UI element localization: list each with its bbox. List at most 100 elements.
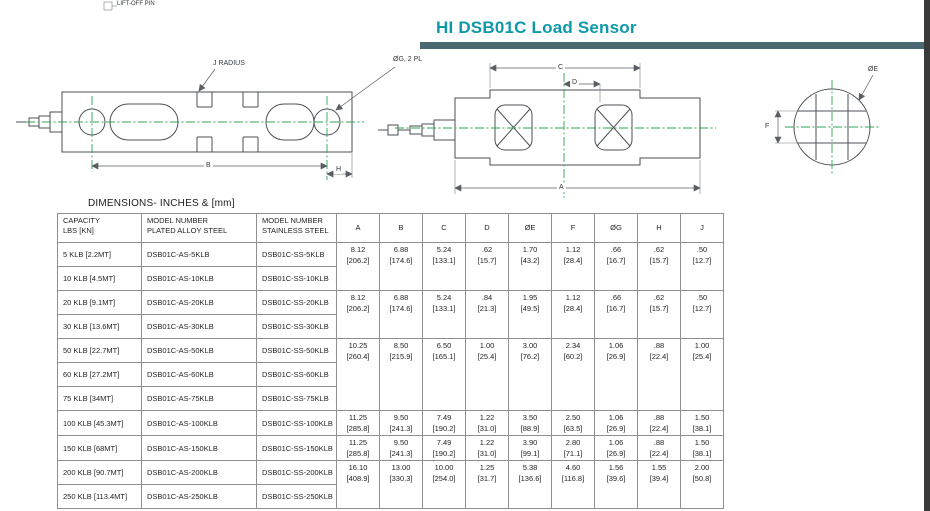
- dimension-value-cell: 5.38 [136.6]: [508, 460, 552, 509]
- column-header: ØG: [594, 213, 638, 243]
- slot-right: [594, 104, 633, 151]
- dimension-value-cell: 10.25 [260.4]: [336, 338, 380, 411]
- title-accent-bar: [420, 42, 924, 49]
- dimension-value-cell: 10.00 [254.0]: [422, 460, 466, 509]
- dimension-value-cell: 13.00 [330.3]: [379, 460, 423, 509]
- dimension-value-cell: 9.50 [241.3]: [379, 410, 423, 436]
- capacity-cell: 150 KLB [68MT]: [57, 435, 142, 461]
- dimension-value-cell: 2.80 [71.1]: [551, 435, 595, 461]
- capacity-cell: 75 KLB [34MT]: [57, 386, 142, 411]
- dimension-value-cell: .50 [12.7]: [680, 290, 724, 339]
- lift-off-pin-fragment: [103, 1, 117, 11]
- dim-label-oe: ØE: [866, 65, 881, 74]
- capacity-cell: 20 KLB [9.1MT]: [57, 290, 142, 315]
- dimension-value-cell: .62 [15.7]: [637, 242, 681, 291]
- stainless-model-cell: DSB01C-SS-150KLB: [256, 435, 337, 461]
- alloy-model-cell: DSB01C-AS-10KLB: [141, 266, 257, 291]
- dimension-value-cell: 11.25 [285.8]: [336, 435, 380, 461]
- stainless-model-cell: DSB01C-SS-50KLB: [256, 338, 337, 363]
- alloy-model-cell: DSB01C-AS-5KLB: [141, 242, 257, 267]
- column-header: MODEL NUMBER STAINLESS STEEL: [256, 213, 337, 243]
- stainless-model-cell: DSB01C-SS-30KLB: [256, 314, 337, 339]
- column-header: CAPACITY LBS [KN]: [57, 213, 142, 243]
- side-view-drawing: [16, 66, 396, 180]
- alloy-model-cell: DSB01C-AS-30KLB: [141, 314, 257, 339]
- centerlines: [26, 96, 364, 180]
- alloy-model-cell: DSB01C-AS-100KLB: [141, 410, 257, 436]
- alloy-model-cell: DSB01C-AS-200KLB: [141, 460, 257, 485]
- dimension-value-cell: 4.60 [116.8]: [551, 460, 595, 509]
- alloy-model-cell: DSB01C-AS-150KLB: [141, 435, 257, 461]
- dimension-value-cell: 8.50 [215.9]: [379, 338, 423, 411]
- capacity-cell: 200 KLB [90.7MT]: [57, 460, 142, 485]
- alloy-model-cell: DSB01C-AS-75KLB: [141, 386, 257, 411]
- dimension-value-cell: 5.24 [133.1]: [422, 290, 466, 339]
- dimension-value-cell: .62 [15.7]: [637, 290, 681, 339]
- dimension-value-cell: 8.12 [206.2]: [336, 290, 380, 339]
- dimension-value-cell: 1.06 [26.9]: [594, 410, 638, 436]
- dimension-value-cell: 3.00 [76.2]: [508, 338, 552, 411]
- dimension-value-cell: .88 [22.4]: [637, 410, 681, 436]
- capacity-cell: 100 KLB [45.3MT]: [57, 410, 142, 436]
- dimension-value-cell: 3.90 [99.1]: [508, 435, 552, 461]
- top-view-drawing: [378, 63, 716, 198]
- alloy-model-cell: DSB01C-AS-250KLB: [141, 484, 257, 509]
- dimension-value-cell: 6.88 [174.6]: [379, 242, 423, 291]
- stainless-model-cell: DSB01C-SS-10KLB: [256, 266, 337, 291]
- stainless-model-cell: DSB01C-SS-200KLB: [256, 460, 337, 485]
- column-header: C: [422, 213, 466, 243]
- dimension-value-cell: 1.00 [25.4]: [680, 338, 724, 411]
- dimension-value-cell: .88 [22.4]: [637, 435, 681, 461]
- dimension-value-cell: 7.49 [190.2]: [422, 410, 466, 436]
- table-header-row: CAPACITY LBS [KN]MODEL NUMBER PLATED ALL…: [57, 213, 724, 243]
- cable-assembly-top: [378, 119, 456, 141]
- dimension-value-cell: 1.12 [28.4]: [551, 290, 595, 339]
- column-header: B: [379, 213, 423, 243]
- dimension-value-cell: 3.50 [88.9]: [508, 410, 552, 436]
- slot-left: [494, 104, 533, 151]
- og-leader: [335, 66, 396, 111]
- dimension-value-cell: 1.50 [38.1]: [680, 435, 724, 461]
- dimension-value-cell: 2.00 [50.8]: [680, 460, 724, 509]
- beam-body-top: [454, 89, 701, 166]
- centerlines: [785, 80, 879, 174]
- capacity-cell: 60 KLB [27.2MT]: [57, 362, 142, 387]
- dim-label-h: H: [334, 165, 344, 174]
- j-radius-leader: [198, 68, 216, 92]
- dim-label-og: ØG, 2 PL: [391, 55, 425, 64]
- capacity-cell: 10 KLB [4.5MT]: [57, 266, 142, 291]
- stainless-model-cell: DSB01C-SS-250KLB: [256, 484, 337, 509]
- dim-label-j-radius: J RADIUS: [211, 59, 247, 68]
- dimension-value-cell: .66 [16.7]: [594, 242, 638, 291]
- dimension-lines: [774, 74, 874, 144]
- dimension-value-cell: 1.22 [31.0]: [465, 410, 509, 436]
- stainless-model-cell: DSB01C-SS-60KLB: [256, 362, 337, 387]
- dimension-value-cell: 6.88 [174.6]: [379, 290, 423, 339]
- dimension-value-cell: .62 [15.7]: [465, 242, 509, 291]
- dimension-lines: [91, 66, 396, 178]
- dimensions-table: CAPACITY LBS [KN]MODEL NUMBER PLATED ALL…: [57, 213, 724, 509]
- dim-label-f: F: [763, 122, 772, 131]
- dimension-value-cell: 9.50 [241.3]: [379, 435, 423, 461]
- stainless-model-cell: DSB01C-SS-75KLB: [256, 386, 337, 411]
- stainless-model-cell: DSB01C-SS-100KLB: [256, 410, 337, 436]
- column-header: D: [465, 213, 509, 243]
- dimension-value-cell: 1.06 [26.9]: [594, 435, 638, 461]
- column-header: ØE: [508, 213, 552, 243]
- dimension-value-cell: 7.49 [190.2]: [422, 435, 466, 461]
- stainless-model-cell: DSB01C-SS-5KLB: [256, 242, 337, 267]
- dim-label-b: B: [204, 161, 213, 170]
- dimension-value-cell: 1.22 [31.0]: [465, 435, 509, 461]
- capacity-cell: 250 KLB [113.4MT]: [57, 484, 142, 509]
